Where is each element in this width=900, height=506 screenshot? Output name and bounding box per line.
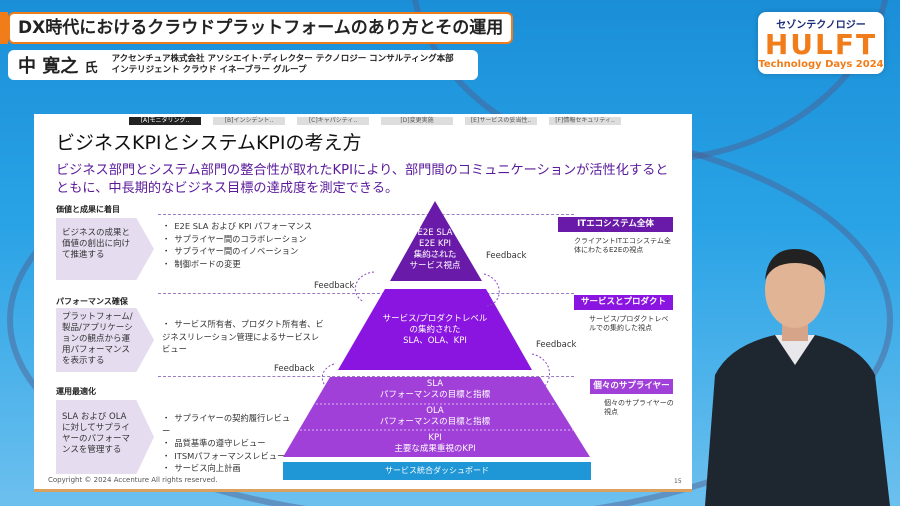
divider xyxy=(158,293,574,294)
slide-subtitle: ビジネス部門とシステム部門の整合性が取れたKPIにより、部門間のコミュニケーショ… xyxy=(56,163,669,196)
bullet-list: サービス所有者、プロダクト所有者、ビジネスリレーション管理によるサービスレビュー xyxy=(162,318,327,356)
kpi-pyramid xyxy=(283,201,590,457)
presenter-hair xyxy=(765,249,826,280)
presenter-head xyxy=(765,252,825,328)
slide-tab[interactable]: [D]変更実施 xyxy=(381,117,453,125)
bullet-list: サプライヤーの契約履行レビュー品質基準の遵守レビューITSMパフォーマンスレビュ… xyxy=(162,412,292,475)
presentation-slide: [A]モニタリング.. [B]インシデント.. [C]キャパシティ.. [D]変… xyxy=(34,114,692,492)
slide-tab[interactable]: [F]情報セキュリティ.. xyxy=(549,117,621,125)
section-chevron: SLA および OLA に対してサプライヤーのパフォーマンスを管理する xyxy=(56,400,154,474)
slide-tab[interactable]: [B]インシデント.. xyxy=(213,117,285,125)
slide-tab[interactable]: [A]モニタリング.. xyxy=(129,117,201,125)
slide-tab[interactable]: [E]サービスの妥当性.. xyxy=(465,117,537,125)
feedback-arrow xyxy=(483,273,500,307)
section-chevron: ビジネスの成果と価値の創出に向けて推進する xyxy=(56,218,154,280)
slide-tabs: [A]モニタリング.. [B]インシデント.. [C]キャパシティ.. [D]変… xyxy=(129,117,621,125)
section-heading: パフォーマンス確保 xyxy=(56,297,128,306)
slide-tab[interactable]: [C]キャパシティ.. xyxy=(297,117,369,125)
title-accent xyxy=(0,12,8,44)
copyright: Copyright © 2024 Accenture All rights re… xyxy=(48,476,218,484)
presenter-collar xyxy=(775,335,815,365)
speaker-box: 中 寛之 氏 アクセンチュア株式会社 アソシエイト･ディレクター テクノロジー … xyxy=(8,50,478,80)
feedback-label: Feedback xyxy=(486,251,527,261)
slide-title: ビジネスKPIとシステムKPIの考え方 xyxy=(56,132,362,154)
level-label: ITエコシステム全体 xyxy=(558,217,673,232)
feedback-label: Feedback xyxy=(314,281,355,291)
speaker-affiliation: アクセンチュア株式会社 アソシエイト･ディレクター テクノロジー コンサルティン… xyxy=(111,54,454,75)
bullet-list: E2E SLA および KPI パフォーマンスサプライヤー間のコラボレーションサ… xyxy=(162,220,342,270)
section-heading: 価値と成果に着目 xyxy=(56,205,120,214)
section-heading: 運用最適化 xyxy=(56,387,96,396)
level-note: 個々のサプライヤーの視点 xyxy=(604,399,674,416)
session-title: DX時代におけるクラウドプラットフォームのあり方とその運用 xyxy=(8,12,513,44)
page-number: 15 xyxy=(674,478,682,485)
feedback-label: Feedback xyxy=(274,364,315,374)
presenter-video xyxy=(705,249,890,506)
presenter-body xyxy=(705,335,890,506)
feedback-arrow xyxy=(354,271,375,303)
level-label: サービスとプロダクト xyxy=(574,295,673,310)
feedback-label: Feedback xyxy=(536,340,577,350)
pyramid-top-tier xyxy=(390,201,482,281)
level-note: サービス/プロダクトレベルでの集約した視点 xyxy=(589,315,669,332)
level-label: 個々のサプライヤー xyxy=(590,379,673,394)
level-note: クライアントITエコシステム全体にわたるE2Eの視点 xyxy=(574,237,671,254)
speaker-name: 中 寛之 氏 xyxy=(18,56,98,77)
divider xyxy=(158,376,574,377)
feedback-arrow xyxy=(531,353,550,391)
feedback-arrow xyxy=(321,363,335,392)
service-dashboard-bar: サービス統合ダッシュボード xyxy=(283,462,591,480)
divider xyxy=(158,214,574,215)
section-chevron: プラットフォーム/製品/アプリケーションの観点から運用パフォーマンスを表示する xyxy=(56,308,154,372)
pyramid-middle-tier xyxy=(338,289,532,370)
pyramid-bottom-tier xyxy=(283,377,590,457)
